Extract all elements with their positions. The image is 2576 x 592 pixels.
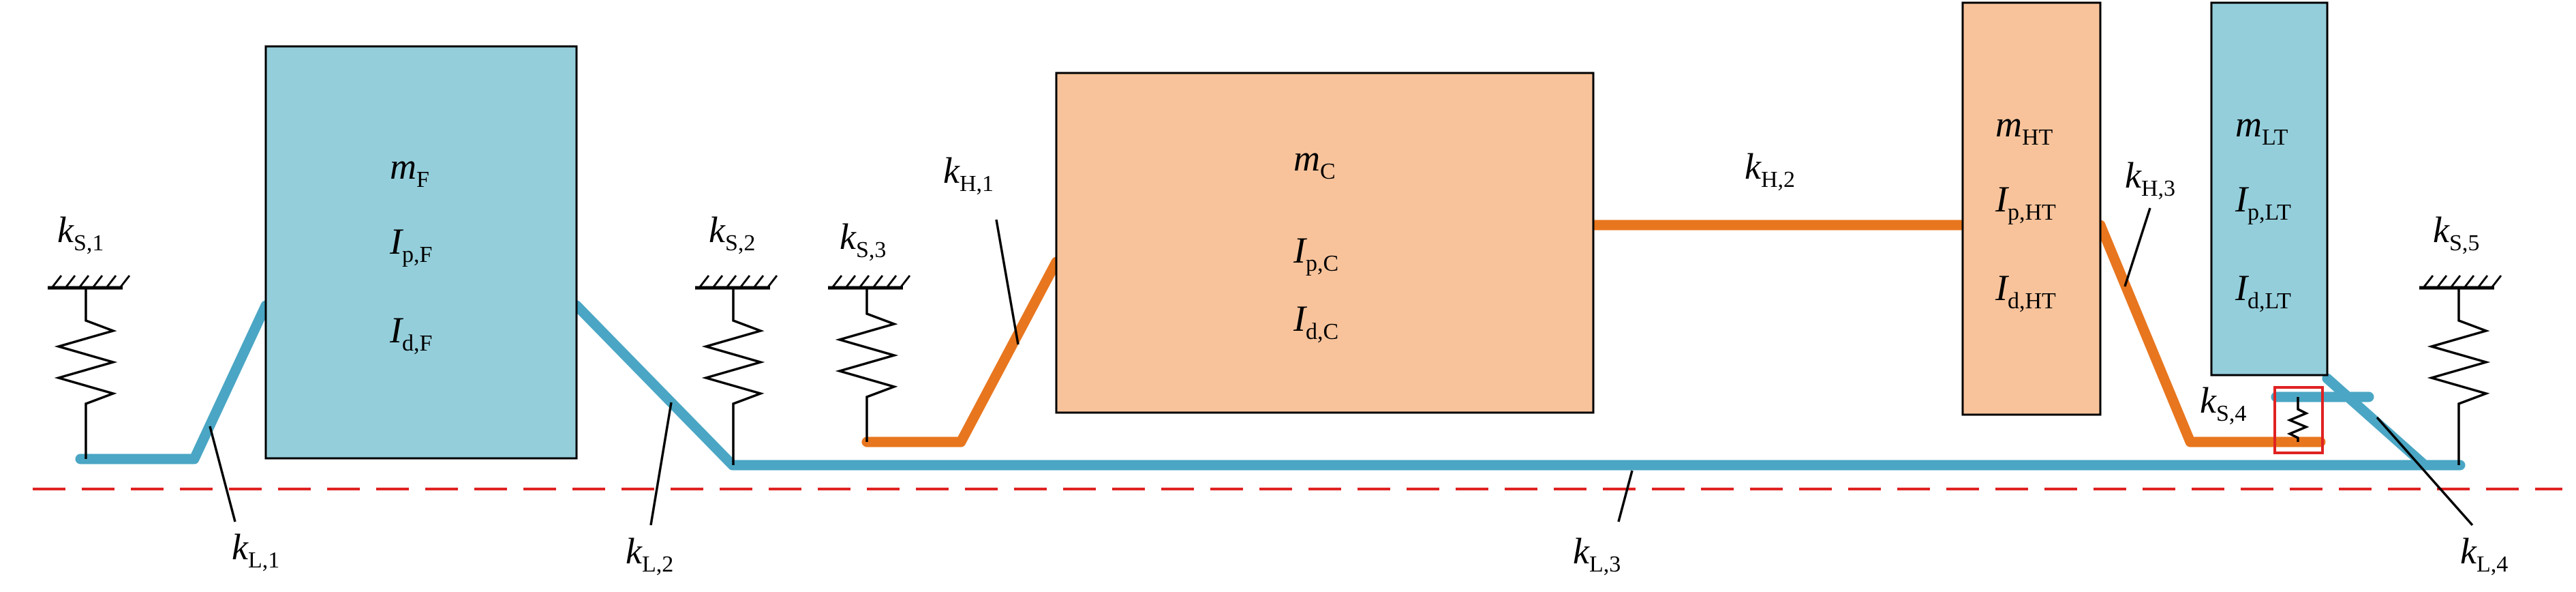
label-ks1: kS,1 xyxy=(57,209,104,256)
label-kh3: kH,3 xyxy=(2125,155,2175,201)
high-pressure-shaft-left xyxy=(861,256,1062,447)
leader-kh1 xyxy=(995,219,1019,345)
support-spring-ks5 xyxy=(2419,275,2502,465)
low-pressure-shaft-right xyxy=(2322,373,2430,471)
high-pressure-shaft-right xyxy=(2095,220,2326,447)
core-mass-labels: mC Ip,C Id,C xyxy=(1293,138,1338,344)
leader-kl4 xyxy=(2376,416,2474,527)
hpt-mass-labels: mHT Ip,HT Id,HT xyxy=(1995,104,2056,314)
svg-text:mLT: mLT xyxy=(2235,104,2288,150)
label-ks2: kS,2 xyxy=(709,209,755,256)
svg-text:Ip,HT: Ip,HT xyxy=(1995,179,2056,225)
svg-text:Ip,C: Ip,C xyxy=(1293,230,1338,276)
core-mass-box xyxy=(1055,72,1595,414)
label-kl4: kL,4 xyxy=(2460,531,2508,577)
label-ks4: kS,4 xyxy=(2200,380,2246,426)
leader-kl2 xyxy=(649,402,673,526)
svg-text:mF: mF xyxy=(390,146,429,192)
label-kl1: kL,1 xyxy=(232,527,279,573)
label-kh2: kH,2 xyxy=(1745,146,1795,192)
support-spring-ks3 xyxy=(828,275,911,442)
svg-text:mC: mC xyxy=(1293,138,1336,184)
label-kl3: kL,3 xyxy=(1573,531,1621,577)
fan-mass-labels: mF Ip,F Id,F xyxy=(389,146,432,356)
fan-mass-box xyxy=(264,45,578,460)
svg-text:Id,F: Id,F xyxy=(389,310,432,356)
leader-kh3 xyxy=(2123,207,2151,287)
lpt-mass-box xyxy=(2210,1,2329,376)
hpt-mass-box xyxy=(1961,1,2102,416)
svg-text:Ip,F: Ip,F xyxy=(389,221,432,267)
low-pressure-shaft-left xyxy=(75,300,271,464)
label-kh1: kH,1 xyxy=(943,150,994,196)
svg-text:Id,C: Id,C xyxy=(1293,298,1338,344)
svg-text:Ip,LT: Ip,LT xyxy=(2235,179,2291,225)
leader-kl3 xyxy=(1617,470,1634,522)
svg-text:Id,HT: Id,HT xyxy=(1995,267,2056,314)
inter-shaft-spring-ks4 xyxy=(2273,386,2324,454)
lpt-mass-labels: mLT Ip,LT Id,LT xyxy=(2235,104,2291,314)
support-spring-ks2 xyxy=(695,275,778,465)
svg-text:Id,LT: Id,LT xyxy=(2235,267,2291,314)
support-spring-ks1 xyxy=(48,275,131,459)
ks4-highlight-box xyxy=(2273,386,2324,454)
svg-text:mHT: mHT xyxy=(1995,104,2053,150)
label-ks3: kS,3 xyxy=(840,216,886,263)
label-kl2: kL,2 xyxy=(626,531,673,577)
label-ks5: kS,5 xyxy=(2433,209,2479,256)
leader-kl1 xyxy=(209,426,236,522)
